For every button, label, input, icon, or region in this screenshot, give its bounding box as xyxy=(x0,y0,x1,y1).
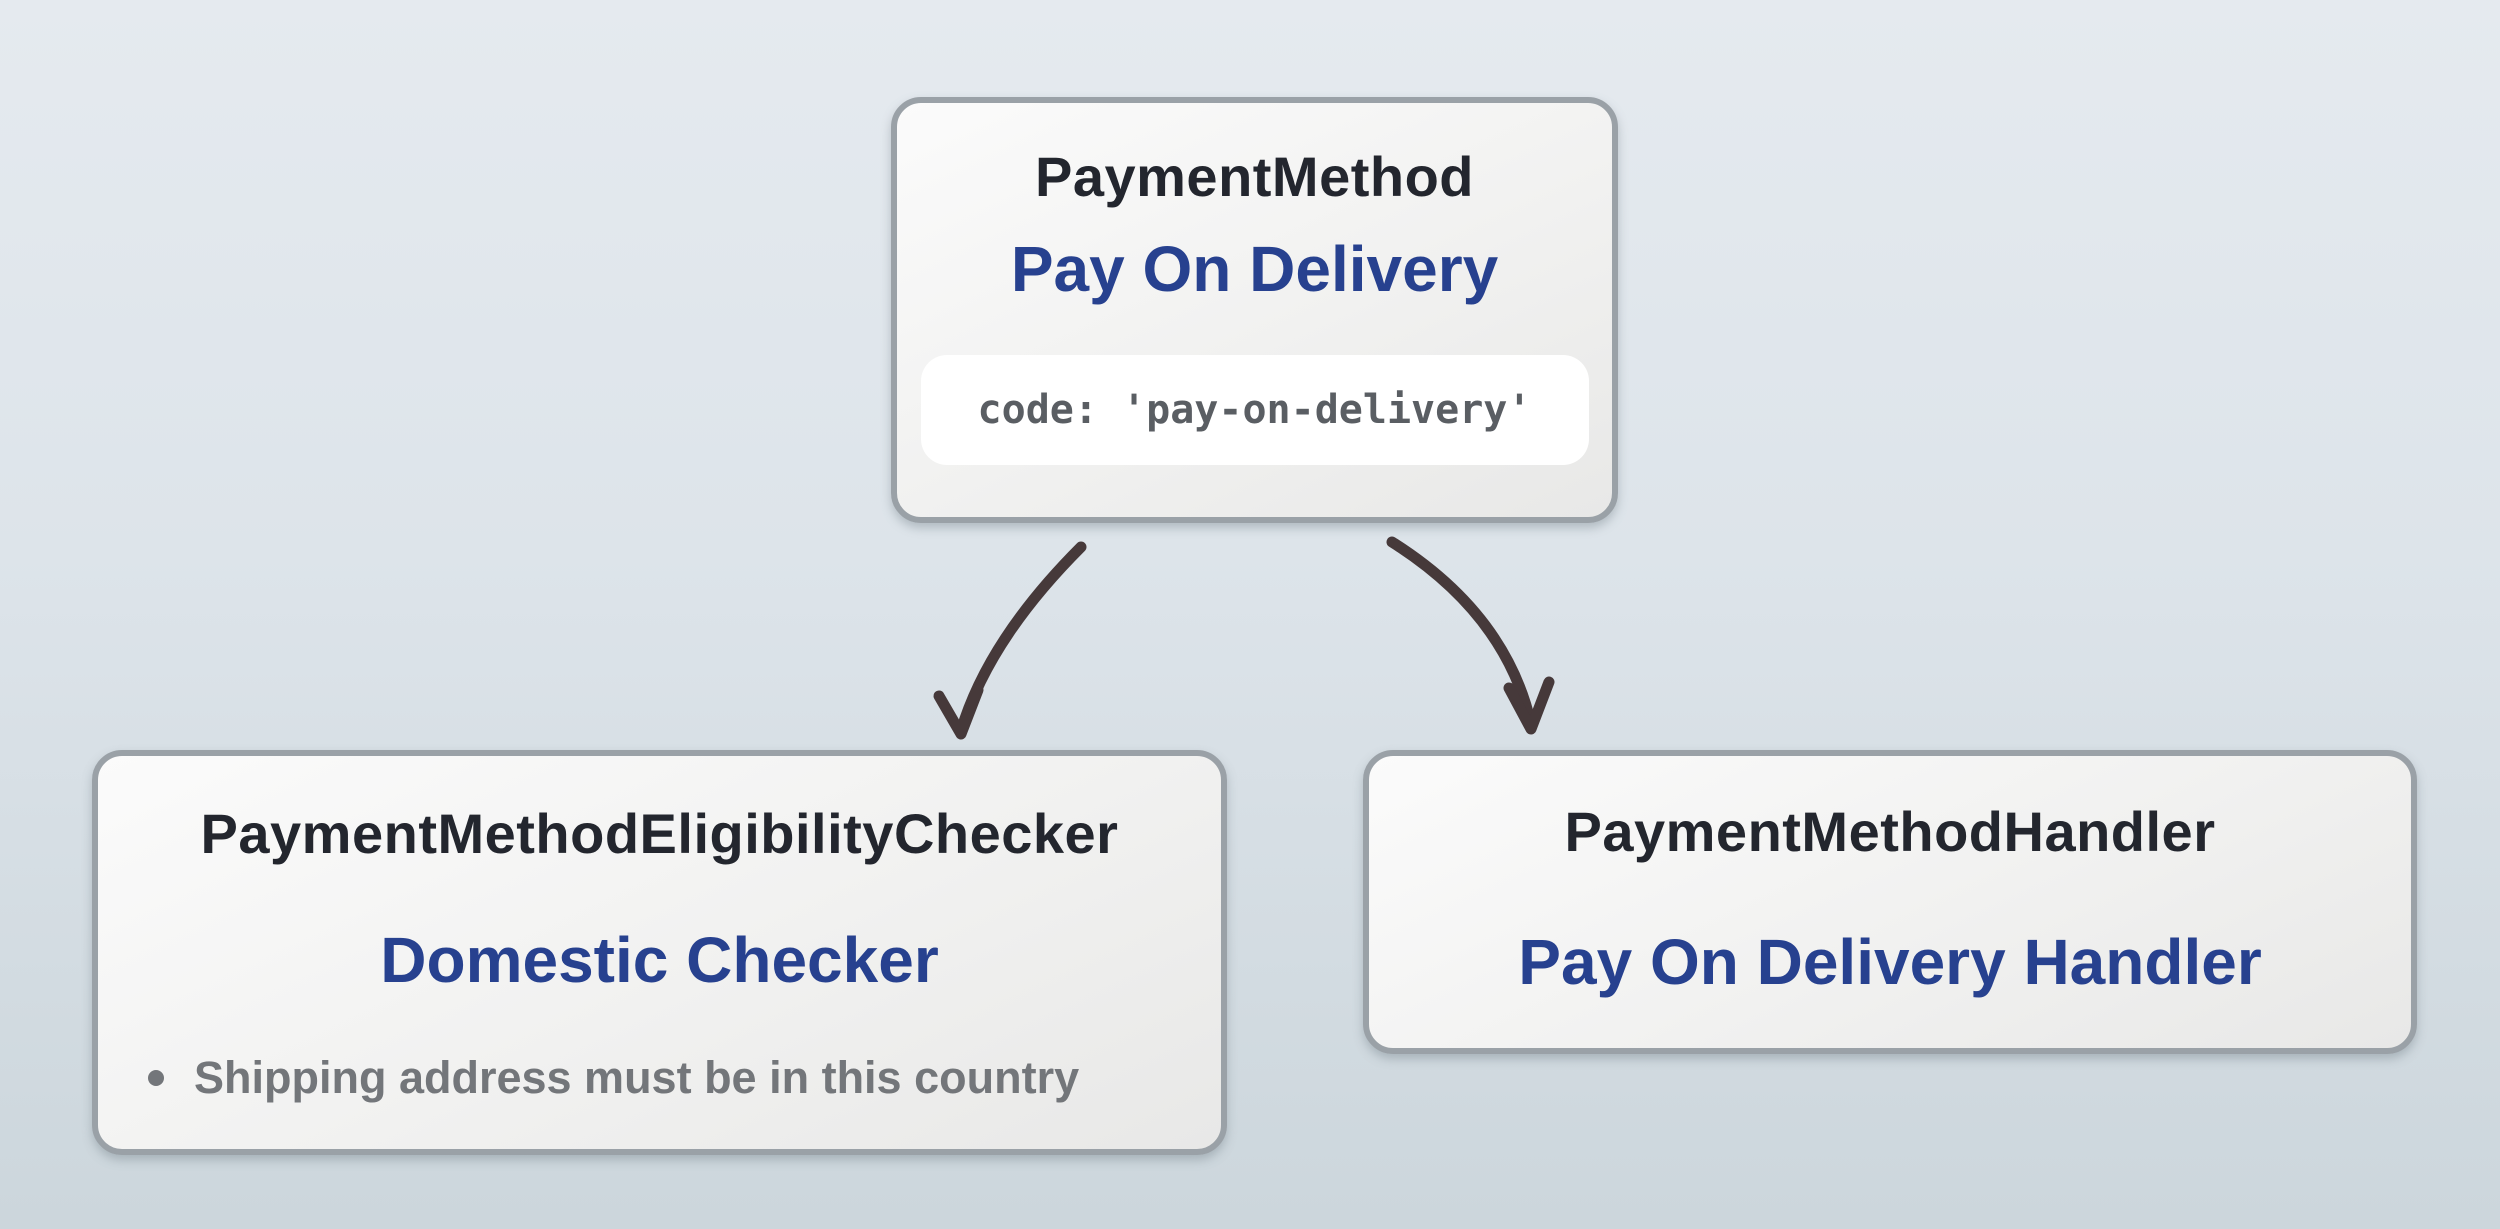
eligibility-checker-class-name: PaymentMethodEligibilityChecker xyxy=(200,802,1119,865)
arrow-to-handler xyxy=(1386,536,1555,735)
node-handler: PaymentMethodHandler Pay On Delivery Han… xyxy=(1363,750,2417,1054)
node-payment-method: PaymentMethod Pay On Delivery code: 'pay… xyxy=(891,97,1618,523)
arrow-to-eligibility-checker xyxy=(933,541,1087,740)
node-eligibility-checker: PaymentMethodEligibilityChecker Domestic… xyxy=(92,750,1227,1155)
eligibility-checker-instance-name: Domestic Checker xyxy=(380,924,939,997)
handler-instance-name: Pay On Delivery Handler xyxy=(1518,926,2262,999)
handler-class-name: PaymentMethodHandler xyxy=(1564,800,2216,863)
payment-method-code-pill: code: 'pay-on-delivery' xyxy=(920,354,1589,465)
eligibility-rule-text: Shipping address must be in this country xyxy=(194,1051,1080,1103)
eligibility-rule-item: Shipping address must be in this country xyxy=(98,1052,1079,1104)
bullet-icon xyxy=(148,1069,164,1086)
payment-method-class-name: PaymentMethod xyxy=(1035,145,1474,208)
payment-method-instance-name: Pay On Delivery xyxy=(1010,233,1499,306)
payment-method-code: code: 'pay-on-delivery' xyxy=(977,386,1532,433)
